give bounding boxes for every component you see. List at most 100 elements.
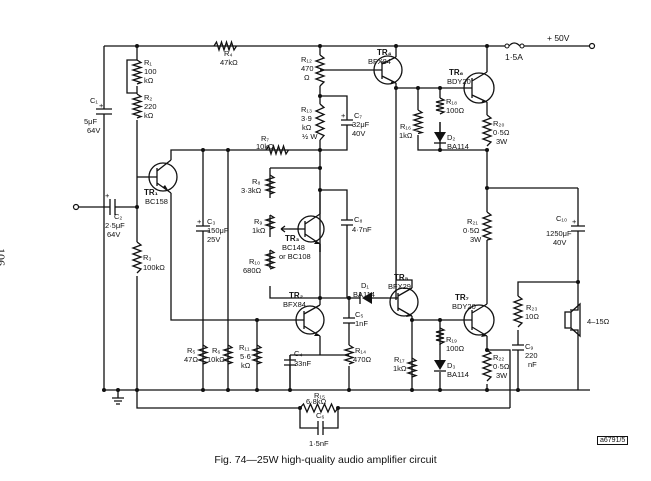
svg-text:+: +: [572, 217, 577, 226]
c3-label: 150μF: [207, 226, 229, 235]
resistor-r17: [405, 357, 419, 378]
resistor-r2: [130, 93, 144, 119]
r21-label: R₂₁: [467, 217, 478, 226]
c2-label: 2·5μF: [105, 221, 125, 230]
d3-label: D₃: [447, 361, 455, 370]
transistor-tr5: [388, 287, 419, 317]
capacitor-c9: [512, 344, 524, 366]
r11-label: R₁₁: [239, 343, 250, 352]
r21-label: 0·5Ω: [463, 226, 480, 235]
resistor-r12: [314, 54, 326, 87]
r20-label: R₂₀: [493, 119, 504, 128]
resistor-r6: [221, 344, 235, 365]
resistor-r16: [411, 109, 425, 135]
c8-label: 4·7nF: [352, 225, 372, 234]
d2-label: BA114: [447, 142, 469, 151]
resistor-r20: [481, 114, 493, 147]
resistor-r1: [130, 59, 144, 85]
r10-label: R₁₀: [249, 257, 260, 266]
transistor-tr6: [463, 71, 495, 104]
r4-label: R₄: [224, 49, 232, 58]
resistor-r9: [263, 214, 289, 233]
labels: + 50V 1·5A R₁ 100 kΩ R₂ 220 kΩ R₃ 100kΩ …: [84, 33, 610, 448]
r23-label: R₂₃: [526, 303, 537, 312]
c9-label: nF: [528, 360, 537, 369]
tr3-label: or BC108: [279, 252, 311, 261]
c3-label: 25V: [207, 235, 220, 244]
r16-label: R₁₆: [400, 122, 411, 131]
tr4-label: BFX84: [368, 57, 391, 66]
capacitor-c3: +: [196, 217, 210, 240]
r2-label: R₂: [144, 93, 152, 102]
c10-label: C₁₀: [556, 214, 567, 223]
r12-label: R₁₂: [301, 55, 312, 64]
figure-caption: Fig. 74—25W high-quality audio amplifier…: [214, 454, 437, 466]
r20-label: 0·5Ω: [493, 128, 510, 137]
r12-label: Ω: [304, 73, 310, 82]
r5-label: 47Ω: [184, 355, 198, 364]
r20-label: 3W: [496, 137, 508, 146]
tr1-label: TR₁: [144, 188, 159, 197]
tr5-label: TR₅: [394, 273, 409, 282]
svg-text:+: +: [341, 111, 346, 120]
r22-label: 3W: [496, 371, 508, 380]
fuse-label: 1·5A: [505, 52, 523, 62]
capacitor-c6: [310, 421, 330, 435]
r15-label: 6·8kΩ: [306, 397, 327, 406]
r1-label: R₁: [144, 58, 152, 67]
r3-label: 100kΩ: [143, 263, 165, 272]
svg-text:+: +: [197, 217, 202, 226]
c2-label: 64V: [107, 230, 120, 239]
c3-label: C₃: [207, 217, 215, 226]
r19-label: R₁₉: [446, 335, 457, 344]
svg-text:+: +: [99, 101, 104, 110]
d1-label: D₁: [361, 281, 369, 290]
resistor-r4: [213, 39, 238, 53]
resistor-r8: [263, 174, 277, 195]
c6-label: 1·5nF: [309, 439, 329, 448]
r7-label: R₇: [261, 134, 269, 143]
r23-label: 10Ω: [525, 312, 539, 321]
r13-label: 3·9: [301, 114, 312, 123]
tr5-label: BFX29: [388, 282, 411, 291]
r17-label: R₁₇: [394, 355, 405, 364]
c5-label: C₅: [355, 310, 363, 319]
r19-label: 100Ω: [446, 344, 465, 353]
page-number: 106: [0, 248, 8, 266]
resistor-r13: [314, 103, 326, 141]
c9-label: C₉: [525, 342, 533, 351]
c7-label: C₇: [354, 111, 362, 120]
r14-label: 470Ω: [353, 355, 372, 364]
r13-label: ½ W: [302, 132, 318, 141]
resistor-r21: [481, 211, 494, 241]
r6-label: 10kΩ: [207, 355, 225, 364]
c1-label: 5μF: [84, 117, 97, 126]
r9-label: 1kΩ: [252, 226, 266, 235]
c10-label: 1250μF: [546, 229, 572, 238]
diode-d2: [434, 122, 446, 144]
tr3-label: TR₃: [285, 234, 300, 243]
tr1-label: BC158: [145, 197, 168, 206]
transistor-tr1: [148, 159, 178, 194]
tr3-label: BC148: [282, 243, 305, 252]
d1-label: BA114: [353, 290, 375, 299]
capacitor-c4: [284, 355, 296, 390]
c10-label: 40V: [553, 238, 566, 247]
transistor-tr7: [463, 296, 495, 340]
c5-label: 1nF: [355, 319, 368, 328]
capacitor-c5: [343, 298, 355, 390]
r8-label: R₈: [252, 177, 261, 186]
c8-label: C₈: [354, 215, 363, 224]
r4-label: 47kΩ: [220, 58, 238, 67]
r11-label: 5·6: [240, 352, 251, 361]
resistor-r11: [250, 344, 264, 365]
r13-label: R₁₃: [301, 105, 312, 114]
transistor-tr4: [373, 55, 403, 85]
tr6-label: BDY20: [447, 77, 471, 86]
r9-label: R₉: [254, 217, 262, 226]
tr6-label: TR₆: [449, 68, 464, 77]
r18-label: 100Ω: [446, 106, 465, 115]
r1-label: 100: [144, 67, 157, 76]
diode-d1: [359, 292, 372, 304]
